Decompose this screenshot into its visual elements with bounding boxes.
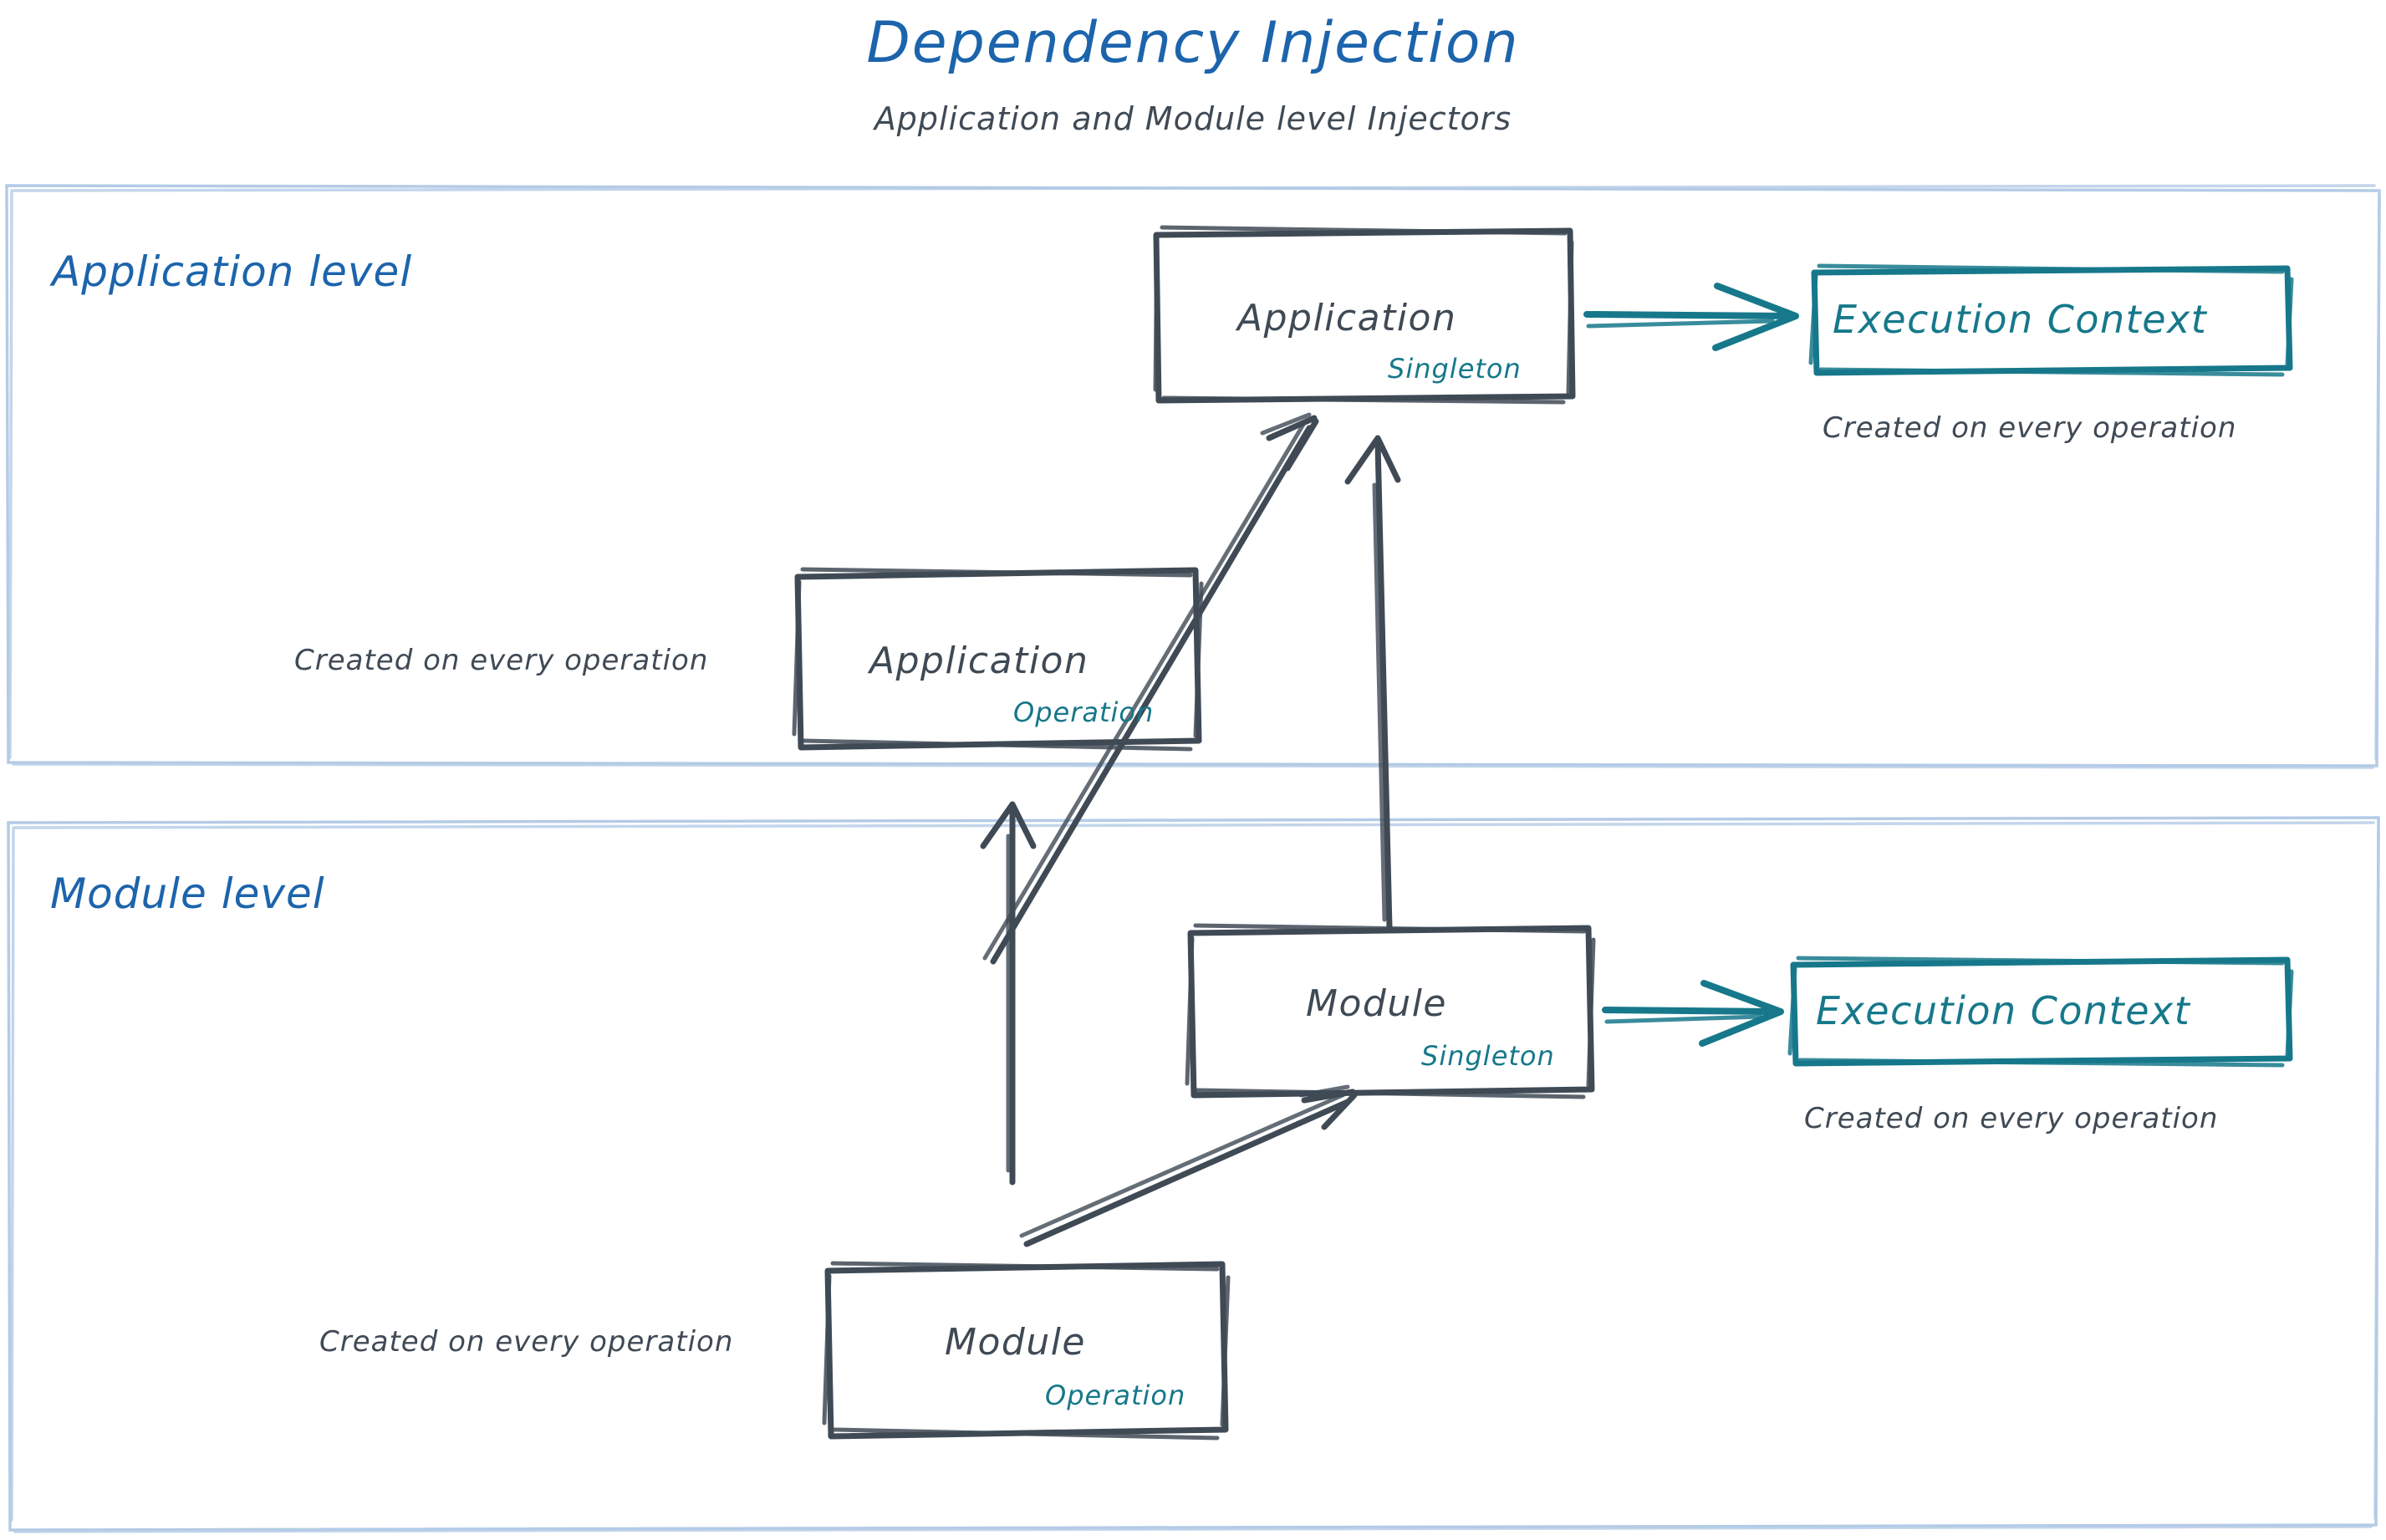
edge-module-operation-to-app-operation	[980, 801, 1037, 1186]
module-operation-note: Created on every operation	[319, 1325, 734, 1359]
module-singleton-title: Module	[1306, 982, 1447, 1025]
edge-app-singleton-to-execution-context	[1583, 283, 1799, 351]
page-title: Dependency Injection	[866, 10, 1520, 76]
module-execution-context-note: Created on every operation	[1804, 1102, 2219, 1135]
application-operation-note: Created on every operation	[294, 644, 709, 677]
module-operation-scope: Operation	[1045, 1379, 1186, 1411]
page-subtitle: Application and Module level Injectors	[874, 100, 1512, 137]
application-operation-scope: Operation	[1013, 696, 1155, 728]
module-execution-context-title: Execution Context	[1816, 988, 2191, 1033]
edge-module-singleton-to-execution-context	[1602, 980, 1784, 1047]
band-label-module-level: Module level	[50, 869, 325, 918]
module-singleton-scope: Singleton	[1421, 1040, 1555, 1072]
band-label-application-level: Application level	[52, 247, 413, 296]
application-operation-title: Application	[869, 640, 1089, 682]
application-singleton-scope: Singleton	[1388, 353, 1522, 385]
edge-module-singleton-to-app-singleton	[1344, 435, 1401, 931]
application-execution-context-note: Created on every operation	[1823, 411, 2237, 445]
module-operation-title: Module	[945, 1321, 1086, 1364]
module-level-container	[7, 816, 2380, 1533]
application-execution-context-title: Execution Context	[1833, 297, 2208, 342]
edge-module-operation-to-module-singleton	[1019, 1084, 1358, 1247]
application-singleton-title: Application	[1237, 297, 1457, 339]
edge-app-operation-to-app-singleton	[982, 412, 1319, 965]
